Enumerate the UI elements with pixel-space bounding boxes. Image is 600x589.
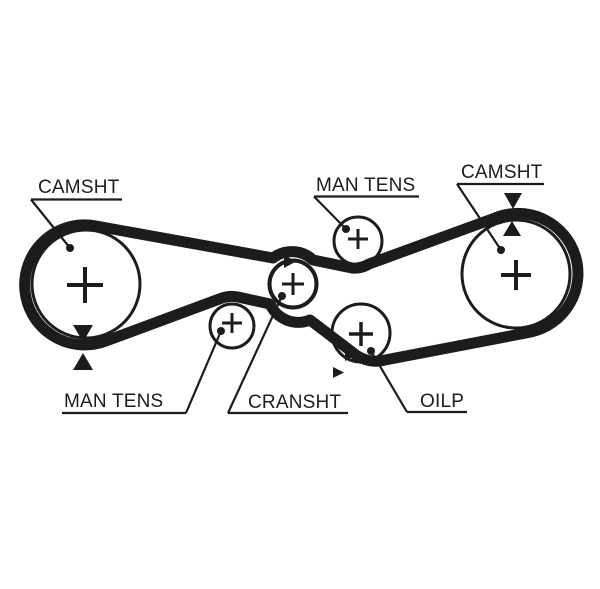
- label-tensioner-top: MAN TENS: [313, 175, 419, 233]
- leader-dot-icon: [278, 292, 286, 300]
- tensioner-top-pulley: [332, 215, 384, 267]
- arrow-down-icon: [504, 193, 522, 209]
- leader-line: [370, 350, 408, 413]
- leader-dot-icon: [367, 347, 375, 355]
- label-tensioner-bottom: MAN TENS: [62, 327, 225, 415]
- arrow-up-icon: [73, 353, 93, 370]
- arrow-right-icon: [284, 255, 296, 268]
- tensioner-top-pulley-circle: [332, 215, 384, 267]
- camshaft-right-pulley-circle: [460, 218, 572, 330]
- plus-icon: [349, 322, 373, 346]
- leader-dot-icon: [217, 327, 225, 335]
- leader-dot-icon: [342, 225, 350, 233]
- crankshaft-label: CRANSHT: [248, 392, 341, 413]
- camshaft-right-label: CAMSHT: [461, 162, 543, 183]
- arrow-up-icon: [503, 221, 521, 236]
- leader-line: [313, 195, 347, 230]
- leader-dot-icon: [497, 246, 505, 254]
- camshaft-left-pulley-circle: [30, 228, 142, 340]
- label-oil-pump: OILP: [367, 347, 467, 414]
- camshaft-left-pulley: [30, 228, 142, 370]
- leader-line: [184, 330, 223, 414]
- leader-line: [456, 183, 502, 251]
- plus-icon: [222, 313, 242, 333]
- oil-pump-pulley: [330, 302, 392, 378]
- label-crankshaft: CRANSHT: [227, 292, 348, 415]
- arrow-right-icon: [333, 367, 344, 378]
- plus-icon: [501, 260, 531, 290]
- label-camshaft-right: CAMSHT: [456, 162, 544, 254]
- tensioner-bottom-pulley: [208, 302, 256, 350]
- oil-pump-pulley-circle: [330, 302, 392, 364]
- plus-icon: [67, 267, 103, 303]
- camshaft-right-pulley: [460, 193, 572, 330]
- tensioner-bottom-pulley-circle: [208, 302, 256, 350]
- tensioner-bottom-label: MAN TENS: [64, 391, 163, 412]
- leader-dot-icon: [66, 244, 74, 252]
- plus-icon: [348, 229, 368, 249]
- label-camshaft-left: CAMSHT: [30, 177, 122, 252]
- arrow-right-icon: [345, 349, 356, 361]
- leader-line: [227, 295, 283, 414]
- oil-pump-label: OILP: [420, 391, 464, 412]
- arrow-down-icon: [73, 325, 93, 342]
- crankshaft-pulley: [267, 255, 319, 310]
- tensioner-top-label: MAN TENS: [316, 175, 415, 196]
- camshaft-left-label: CAMSHT: [38, 177, 120, 198]
- leader-line: [30, 198, 71, 249]
- plus-icon: [282, 273, 304, 295]
